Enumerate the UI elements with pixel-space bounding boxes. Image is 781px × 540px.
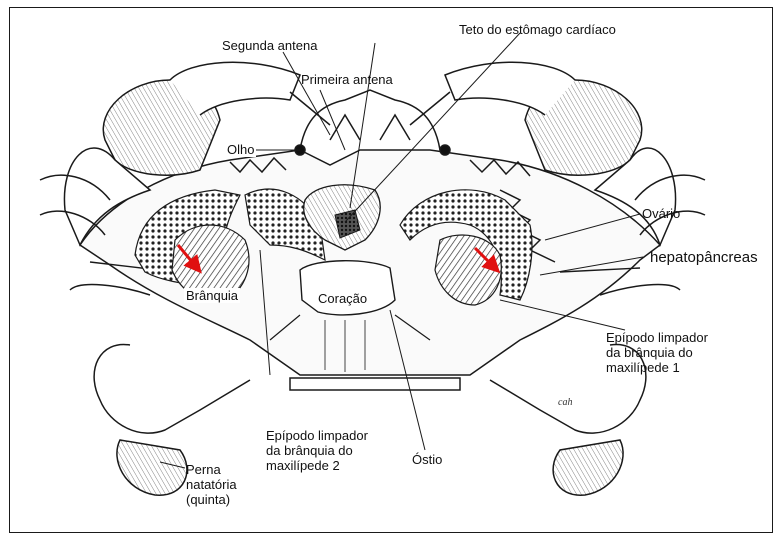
label-olho: Olho (225, 142, 256, 157)
label-hepatopancreas: hepatopâncreas (650, 249, 758, 266)
label-epipodo-maxilipede-2: Epípodo limpador da brânquia do maxilípe… (266, 428, 368, 473)
label-coracao: Coração (318, 291, 367, 306)
artist-signature: cah (558, 397, 572, 408)
label-ovario: Ovário (642, 206, 680, 221)
label-teto-estomago: Teto do estômago cardíaco (459, 22, 616, 37)
label-perna-natatoria: Perna natatória (quinta) (186, 462, 237, 507)
label-segunda-antena: Segunda antena (222, 38, 317, 53)
label-branquia: Brânquia (184, 288, 240, 303)
label-primeira-antena: Primeira antena (301, 72, 393, 87)
label-ostio: Óstio (412, 452, 442, 467)
label-epipodo-maxilipede-1: Epípodo limpador da brânquia do maxilípe… (606, 330, 708, 375)
